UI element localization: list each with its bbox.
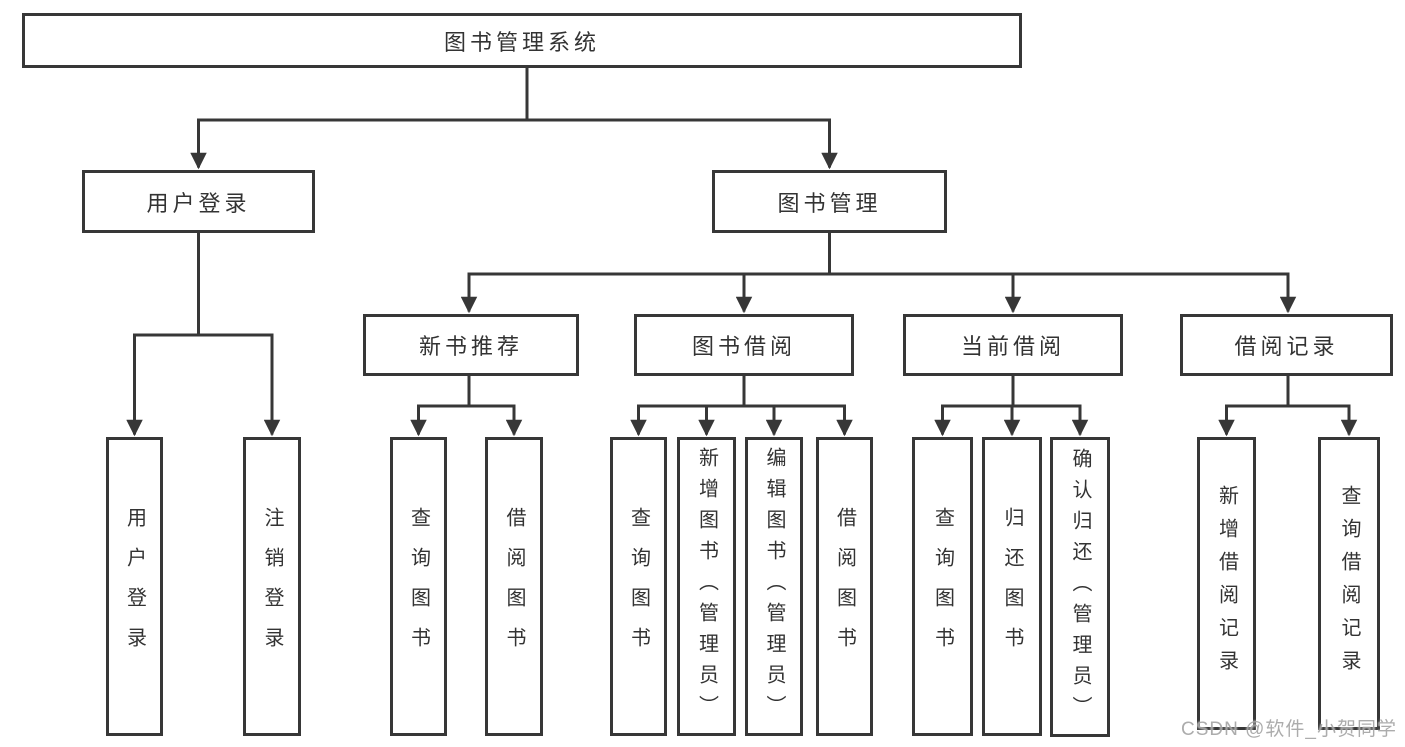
node-new-book-recommend: 新书推荐 <box>363 314 579 376</box>
leaf-user-login: 用户登录 <box>106 437 163 736</box>
leaf-add-books-admin: 新增图书（管理员） <box>677 437 736 736</box>
node-user-login: 用户登录 <box>82 170 315 233</box>
leaf-query-borrow-record: 查询借阅记录 <box>1318 437 1380 730</box>
leaf-borrow-books: 借阅图书 <box>816 437 873 736</box>
leaf-query-books-recommend: 查询图书 <box>390 437 447 736</box>
leaf-query-books-borrow: 查询图书 <box>610 437 667 736</box>
node-book-management-label: 图书管理 <box>777 190 882 216</box>
node-borrowing-records-label: 借阅记录 <box>1234 334 1339 359</box>
node-root: 图书管理系统 <box>22 13 1022 68</box>
node-book-borrowing-label: 图书借阅 <box>691 334 796 359</box>
node-book-borrowing: 图书借阅 <box>634 314 854 376</box>
node-user-login-label: 用户登录 <box>146 190 251 216</box>
leaf-borrow-books-recommend: 借阅图书 <box>485 437 543 736</box>
watermark: CSDN @软件_小贺同学 <box>1181 719 1397 740</box>
node-root-label: 图书管理系统 <box>443 29 600 55</box>
leaf-add-borrow-record: 新增借阅记录 <box>1197 437 1256 730</box>
leaf-edit-books-admin: 编辑图书（管理员） <box>745 437 803 736</box>
leaf-logout: 注销登录 <box>243 437 301 736</box>
node-current-borrowing-label: 当前借阅 <box>960 334 1065 359</box>
node-book-management: 图书管理 <box>712 170 947 233</box>
leaf-return-books: 归还图书 <box>982 437 1042 736</box>
node-borrowing-records: 借阅记录 <box>1180 314 1393 376</box>
leaf-confirm-return-admin: 确认归还（管理员） <box>1050 437 1110 737</box>
node-current-borrowing: 当前借阅 <box>903 314 1123 376</box>
node-new-book-recommend-label: 新书推荐 <box>418 334 523 359</box>
leaf-query-books-current: 查询图书 <box>912 437 973 736</box>
